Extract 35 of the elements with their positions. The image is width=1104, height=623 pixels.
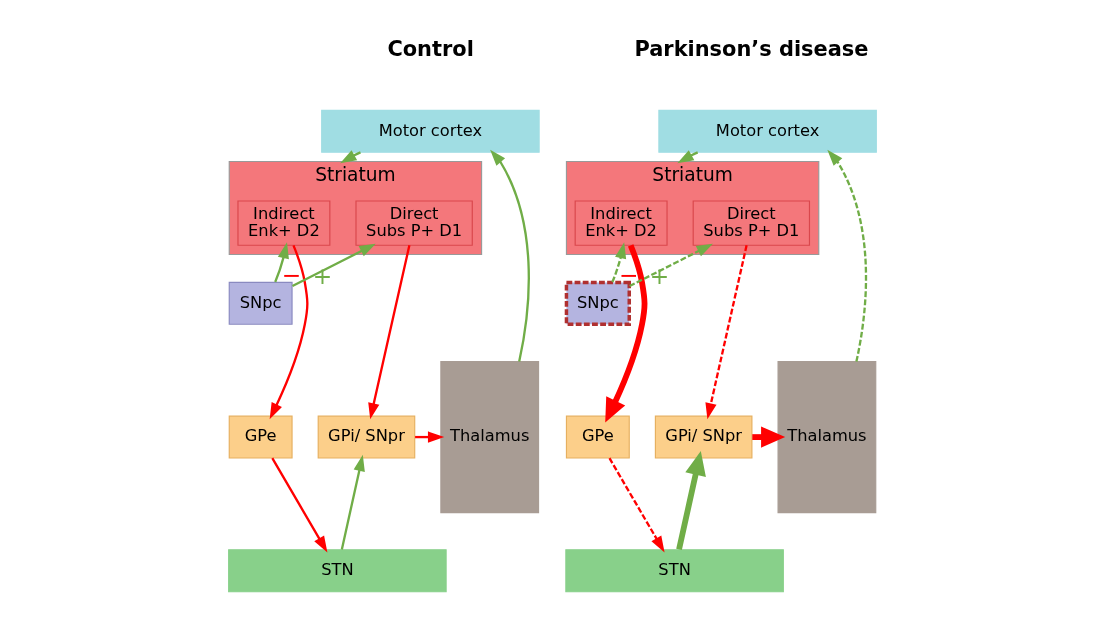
node-box: STN <box>227 549 447 593</box>
edge-label: + <box>649 262 669 290</box>
edge-label: + <box>312 262 332 290</box>
node-box: Thalamus <box>777 360 876 514</box>
arrow <box>675 451 706 551</box>
arrow <box>610 242 626 283</box>
node-box: SNpc <box>564 280 631 327</box>
node-box: Direct Subs P+ D1 <box>692 200 810 246</box>
node-box: Direct Subs P+ D1 <box>354 200 473 246</box>
node-box: GPi/ SNpr <box>317 415 415 459</box>
label: Control <box>386 37 474 62</box>
node-box: Thalamus <box>439 360 539 514</box>
arrow <box>270 457 327 553</box>
arrow <box>367 245 411 420</box>
arrow <box>489 149 530 362</box>
arrow <box>704 245 748 420</box>
node-box: STN <box>564 549 784 593</box>
node-box: Motor cortex <box>657 109 877 153</box>
node-box: GPe <box>228 415 293 459</box>
node-box: SNpc <box>228 281 293 325</box>
node-box: GPi/ SNpr <box>654 415 752 459</box>
arrow <box>273 242 289 283</box>
arrow <box>269 244 308 420</box>
label: Parkinson’s disease <box>633 37 868 62</box>
arrow <box>826 149 867 362</box>
arrow <box>340 454 365 550</box>
node-box: Indirect Enk+ D2 <box>574 200 668 246</box>
arrow <box>604 244 647 423</box>
node-box: GPe <box>565 415 630 459</box>
arrow <box>339 150 361 164</box>
arrow <box>628 243 713 288</box>
arrow <box>608 457 665 553</box>
node-box: Motor cortex <box>320 109 540 153</box>
arrow <box>291 243 376 288</box>
node-box: Indirect Enk+ D2 <box>236 200 330 246</box>
